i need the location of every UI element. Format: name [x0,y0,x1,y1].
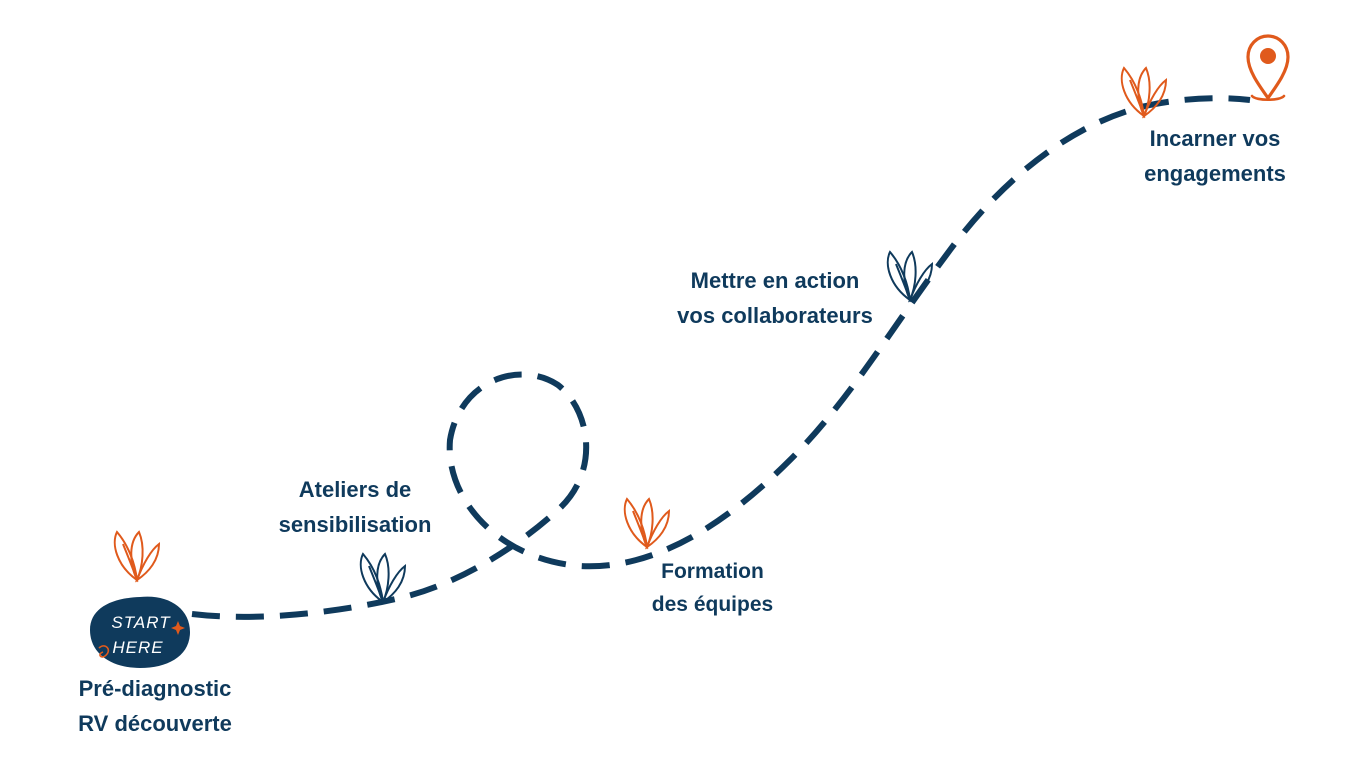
step-label-incarner: Incarner vos engagements [1110,121,1320,191]
step-label-mettre-en-action: Mettre en action vos collaborateurs [640,263,910,333]
step-label-line1: Pré-diagnostic [78,676,232,701]
step-label-line2: engagements [1144,161,1286,186]
start-here-badge: START HERE [90,596,190,668]
step-label-line2: RV découverte [78,711,232,736]
location-pin-icon [1246,34,1290,102]
journey-dashed-path [191,95,1251,620]
step-label-line1: Ateliers de [298,477,412,502]
leaf-sprout-icon [623,497,671,550]
step-label-line1: Incarner vos [1149,126,1281,151]
badge-line2: HERE [112,638,163,657]
leaf-sprout-icon [1120,66,1168,119]
step-label-line2: sensibilisation [278,512,432,537]
leaf-sprout-icon [359,552,407,605]
step-label-line1: Mettre en action [690,268,860,293]
step-label-line2: vos collaborateurs [677,303,873,328]
step-label-line2: des équipes [651,593,774,616]
badge-line1: START [111,613,171,632]
sparkle-icon [171,621,185,635]
step-label-ateliers: Ateliers de sensibilisation [240,472,470,542]
step-label-pre-diagnostic: Pré-diagnostic RV découverte [40,671,270,741]
step-label-formation: Formation des équipes [600,555,825,621]
leaf-sprout-icon [113,530,161,583]
swirl-icon [98,645,110,658]
step-label-line1: Formation [661,560,764,583]
leaf-sprout-icon [886,250,934,303]
